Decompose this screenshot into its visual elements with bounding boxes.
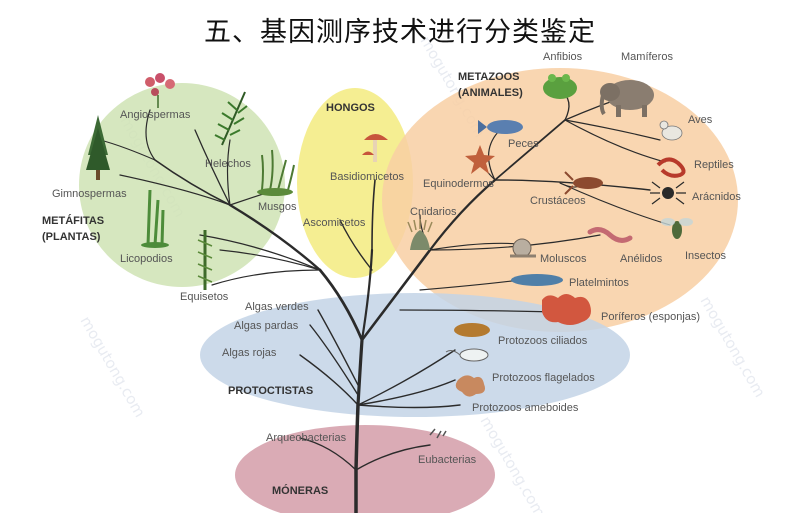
moss-icon bbox=[257, 149, 295, 196]
label-insectos: Insectos bbox=[685, 250, 726, 262]
fern-icon bbox=[214, 91, 248, 146]
label-cnidarios: Cnidarios bbox=[410, 206, 457, 218]
label-poriferos: Poríferos (esponjas) bbox=[601, 311, 700, 323]
label-equisetos: Equisetos bbox=[180, 291, 229, 303]
bird-icon bbox=[659, 120, 683, 141]
snake-icon bbox=[656, 157, 686, 178]
label-crustaceos: Crustáceos bbox=[530, 195, 586, 207]
watermark: mogutong.com bbox=[697, 293, 769, 400]
label-protozoos-ameboides: Protozoos ameboides bbox=[472, 402, 579, 414]
label-algas-rojas: Algas rojas bbox=[222, 347, 277, 359]
label-aracnidos: Arácnidos bbox=[692, 191, 741, 203]
label-licopodios: Licopodios bbox=[120, 253, 173, 265]
label-mamiferos: Mamíferos bbox=[621, 51, 673, 63]
label-protozoos-ciliados: Protozoos ciliados bbox=[498, 335, 588, 347]
lycopod-icon bbox=[141, 189, 169, 248]
organism-icons bbox=[86, 73, 693, 439]
label-anelidos: Anélidos bbox=[620, 253, 663, 265]
page-title: 五、基因测序技术进行分类鉴定 bbox=[204, 17, 596, 48]
horsetail-icon bbox=[197, 230, 213, 290]
label-ascomicetos: Ascomicetos bbox=[303, 217, 366, 229]
starfish-icon bbox=[465, 145, 495, 174]
group-moneras: MÓNERAS bbox=[272, 484, 328, 497]
mushroom-icon bbox=[362, 134, 388, 162]
group-metafitas: METÁFITAS bbox=[42, 214, 104, 227]
group-plantas: (PLANTAS) bbox=[42, 231, 101, 243]
snail-icon bbox=[510, 238, 536, 258]
flatworm-icon bbox=[511, 274, 563, 286]
elephant-icon bbox=[599, 80, 654, 117]
label-protozoos-flagelados: Protozoos flagelados bbox=[492, 372, 595, 384]
label-algas-verdes: Algas verdes bbox=[245, 301, 309, 313]
moneras-region bbox=[235, 425, 495, 513]
label-reptiles: Reptiles bbox=[694, 159, 734, 171]
crayfish-icon bbox=[564, 171, 603, 195]
label-equinodermos: Equinodermos bbox=[423, 178, 494, 190]
spider-icon bbox=[650, 181, 686, 205]
animales-region bbox=[382, 68, 738, 332]
group-hongos: HONGOS bbox=[326, 102, 375, 114]
ciliate-icon bbox=[454, 323, 490, 337]
worm-icon bbox=[587, 227, 633, 243]
fish-icon bbox=[478, 120, 523, 134]
amoeba-icon bbox=[455, 375, 485, 397]
label-platelmintos: Platelmintos bbox=[569, 277, 629, 289]
angiosperm-flower-icon bbox=[145, 73, 175, 108]
watermark: mogutong.com bbox=[77, 313, 149, 420]
group-animales: (ANIMALES) bbox=[458, 87, 523, 99]
conifer-tree-icon bbox=[86, 115, 110, 180]
group-metazoos: METAZOOS bbox=[458, 71, 520, 83]
anemone-icon bbox=[407, 219, 433, 250]
label-musgos: Musgos bbox=[258, 201, 297, 213]
protoctistas-region bbox=[200, 293, 630, 417]
bacteria-icon bbox=[429, 428, 447, 439]
insect-icon bbox=[661, 218, 693, 239]
hongos-region bbox=[297, 88, 413, 278]
label-aves: Aves bbox=[688, 114, 713, 126]
label-peces: Peces bbox=[508, 138, 539, 150]
group-protoctistas: PROTOCTISTAS bbox=[228, 385, 313, 397]
label-gimnospermas: Gimnospermas bbox=[52, 188, 127, 200]
label-arqueobacterias: Arqueobacterias bbox=[266, 432, 347, 444]
label-moluscos: Moluscos bbox=[540, 253, 587, 265]
label-eubacterias: Eubacterias bbox=[418, 454, 477, 466]
sponge-icon bbox=[542, 294, 591, 325]
taxon-labels: Angiospermas Helechos Gimnospermas Musgo… bbox=[52, 51, 741, 466]
flagellate-icon bbox=[445, 348, 489, 362]
label-basidiomicetos: Basidiomicetos bbox=[330, 171, 404, 183]
label-anfibios: Anfibios bbox=[543, 51, 583, 63]
group-labels: METÁFITAS (PLANTAS) HONGOS METAZOOS (ANI… bbox=[42, 71, 523, 497]
frog-icon bbox=[543, 74, 577, 99]
label-algas-pardas: Algas pardas bbox=[234, 320, 299, 332]
label-helechos: Helechos bbox=[205, 158, 251, 170]
label-angiospermas: Angiospermas bbox=[120, 109, 191, 121]
